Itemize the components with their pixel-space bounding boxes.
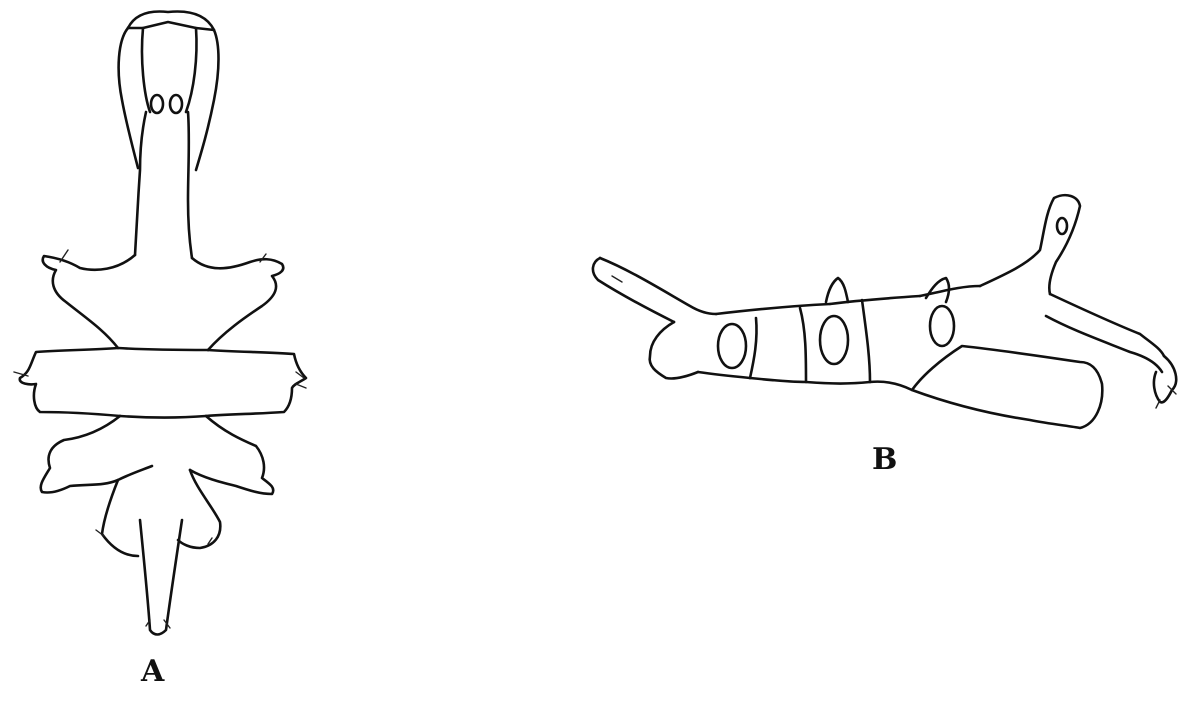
panel-label-b: B [872, 442, 898, 477]
panel-label-a: A [141, 654, 165, 689]
drawing-a [13, 10, 308, 636]
drawing-b [591, 193, 1178, 430]
